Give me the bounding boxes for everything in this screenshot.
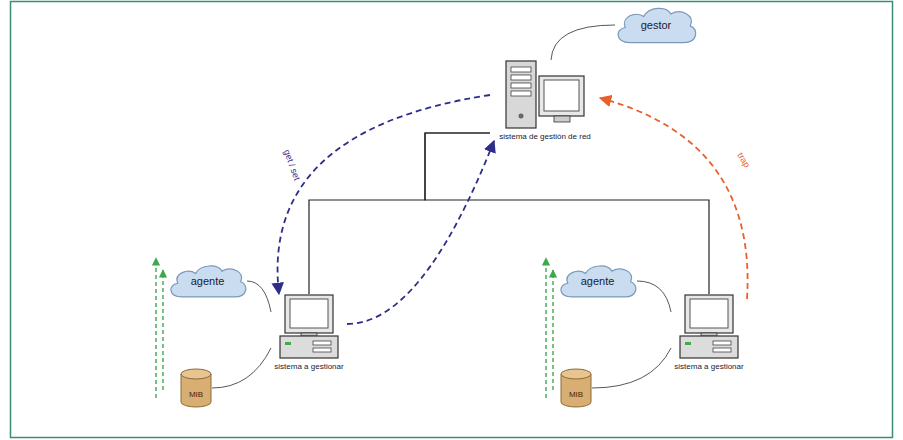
desktop-computer-icon (279, 294, 339, 360)
connector (247, 281, 271, 312)
monitor (685, 295, 733, 333)
power-light (285, 342, 291, 345)
computer-case (680, 336, 738, 358)
server-computer-icon (504, 60, 586, 130)
database-cylinder (560, 368, 592, 408)
connector (551, 25, 615, 60)
connector (546, 258, 553, 398)
desktop-computer-icon (679, 294, 739, 360)
connector (212, 348, 271, 388)
connector (347, 141, 494, 324)
database-label: MIB (180, 390, 212, 399)
database-node: MIB (560, 368, 592, 408)
connector-line (162, 270, 163, 390)
connector (156, 258, 163, 398)
connector (425, 133, 709, 294)
drive-slot (713, 341, 731, 345)
screen (544, 80, 579, 111)
tower-case (506, 61, 536, 128)
drive-bay (511, 83, 531, 88)
connector-line (545, 258, 546, 398)
connector-line (247, 281, 271, 312)
edge-label: trap (735, 149, 754, 171)
connector-line (278, 95, 490, 294)
screen (290, 299, 328, 328)
database-node: MIB (180, 368, 212, 408)
cloud-label: gestor (612, 4, 700, 46)
drive-bay (511, 91, 531, 96)
connector-line (347, 141, 494, 324)
database-label: MIB (560, 390, 592, 399)
computer-label: sistema a gestionar (271, 362, 347, 371)
connector (592, 348, 671, 388)
connector-line (155, 258, 156, 398)
connector-line (551, 25, 615, 60)
edge-label: get / set (281, 146, 303, 183)
connector (278, 95, 490, 294)
connector-line (552, 270, 553, 390)
computer-label: sistema de gestión de red (490, 132, 600, 141)
computer-node: sistema a gestionar (271, 294, 347, 371)
computer-node: sistema a gestionar (671, 294, 747, 371)
computer-case (280, 336, 338, 358)
connector-line (425, 133, 709, 294)
computer-label: sistema a gestionar (671, 362, 747, 371)
cylinder-top (561, 369, 591, 379)
monitor (539, 76, 584, 116)
computer-node: sistema de gestión de red (490, 60, 600, 141)
cloud-node: gestor (612, 4, 700, 46)
drive-slot (313, 341, 331, 345)
power-light (685, 342, 691, 345)
database-cylinder (180, 368, 212, 408)
screen (690, 299, 728, 328)
drive-slot (313, 348, 331, 352)
drive-bay (511, 75, 531, 80)
connector-line (637, 281, 671, 312)
cloud-label: agente (555, 262, 640, 300)
monitor (285, 295, 333, 333)
connector (309, 133, 490, 294)
connector-line (212, 348, 271, 388)
monitor-stand (554, 116, 570, 122)
drive-bay (511, 67, 531, 72)
connector-line (309, 133, 490, 294)
cylinder-top (181, 369, 211, 379)
cloud-label: agente (165, 262, 250, 300)
frame-border (11, 2, 893, 438)
power-button (519, 114, 524, 119)
cloud-node: agente (165, 262, 250, 300)
connector-line (592, 348, 671, 388)
connector (637, 281, 671, 312)
cloud-node: agente (555, 262, 640, 300)
drive-slot (713, 348, 731, 352)
